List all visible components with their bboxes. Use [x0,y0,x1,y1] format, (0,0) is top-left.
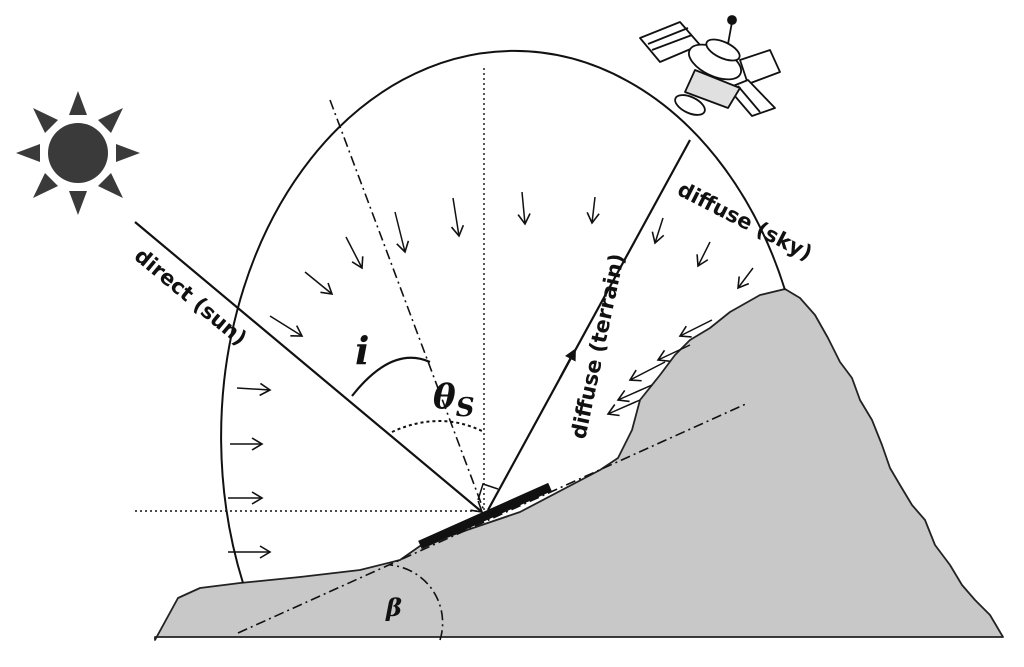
satellite-icon [639,15,781,117]
slope-angle-label: β [385,593,402,622]
diffuse-sky-label: diffuse (sky) [674,177,816,265]
zenith-angle-label: θS [433,377,474,423]
right-angle-marker [477,483,499,501]
diffuse-terrain-label: diffuse (terrain) [566,251,629,441]
surface-sensor [418,482,552,550]
diffuse-sky-arrows [228,191,754,559]
incidence-angle-label: i [355,328,369,373]
slope-line [237,402,749,634]
direct-sun-ray [134,221,484,513]
reflected-ray [487,139,691,511]
sun-icon [16,91,140,215]
zenith-angle-arc [391,420,485,433]
terrain [154,288,1004,641]
diffuse-terrain-arrows [606,319,713,417]
slope-angle-arc [389,564,444,641]
sky-hemisphere [220,49,786,584]
direct-sun-label: direct (sun) [130,243,252,350]
surface-normal-line [329,99,485,512]
incidence-angle-arc [351,356,431,397]
reflected-ray-arrow [559,348,576,379]
